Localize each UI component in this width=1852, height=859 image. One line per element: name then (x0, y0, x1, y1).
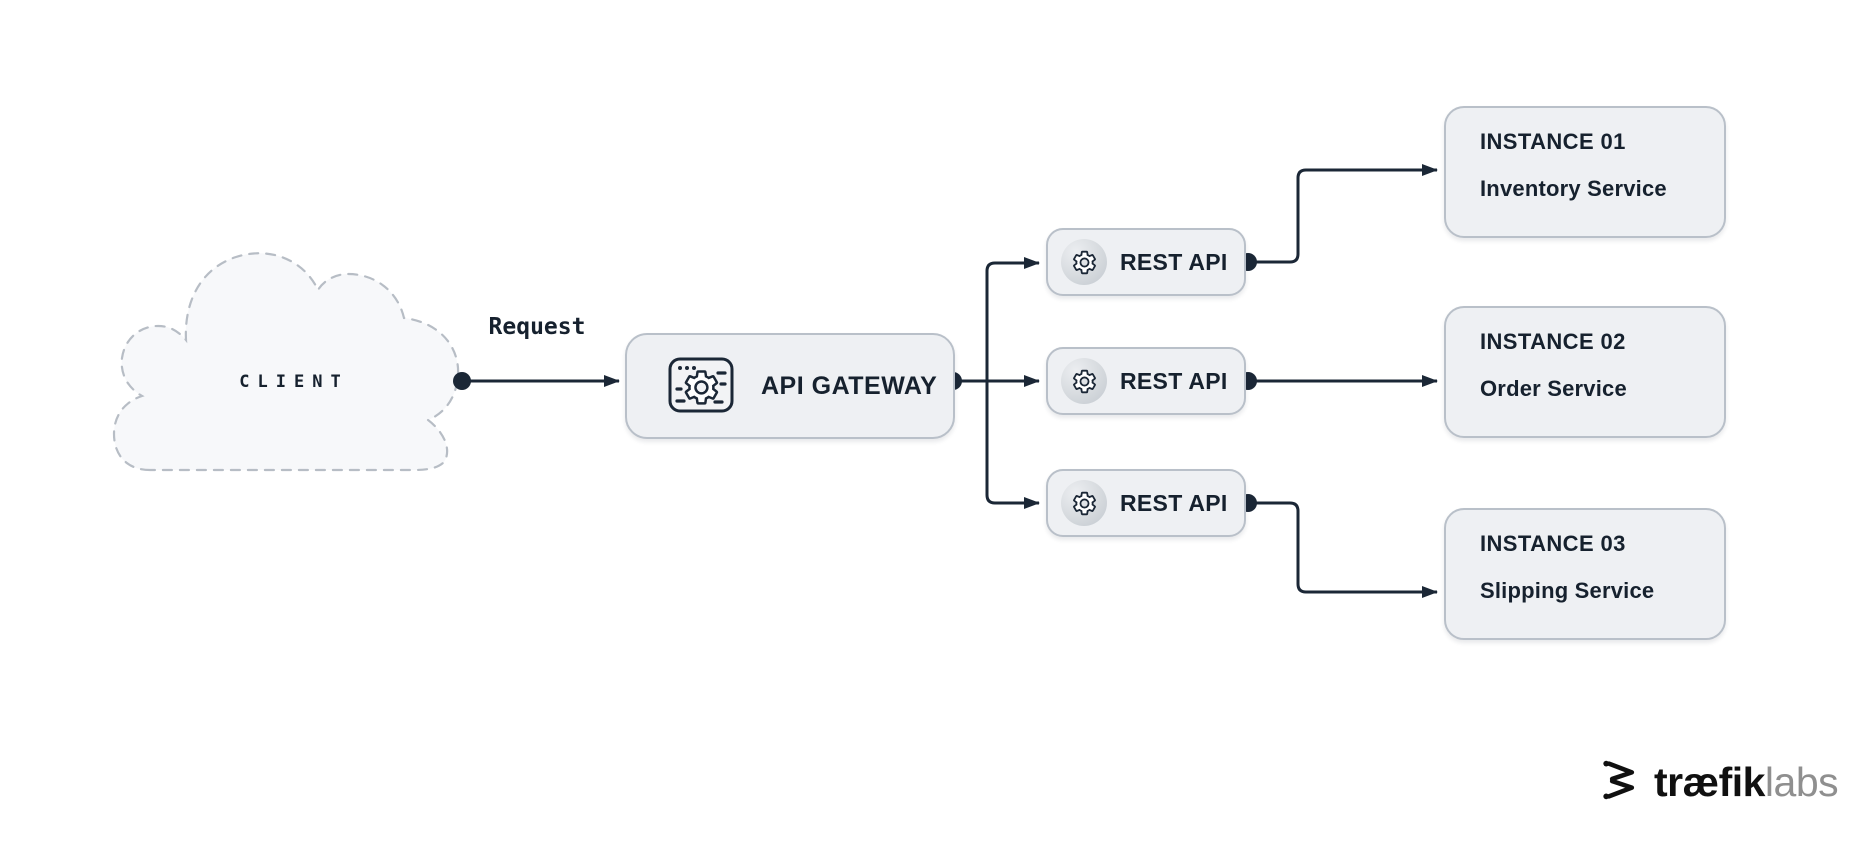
instance-title: INSTANCE 02 (1480, 329, 1626, 354)
connector-gateway-restapi-1 (985, 257, 1040, 381)
rest-api-node-3[interactable]: REST API (1046, 469, 1246, 537)
connector-restapi3-instance3 (1248, 501, 1438, 598)
rest-api-node-1[interactable]: REST API (1046, 228, 1246, 296)
instance-title: INSTANCE 01 (1480, 129, 1626, 154)
instance-service: Slipping Service (1480, 578, 1655, 603)
gear-window-icon (663, 346, 739, 427)
instance-node-3[interactable]: INSTANCE 03 Slipping Service (1444, 508, 1726, 640)
client-label: CLIENT (239, 372, 349, 392)
traefik-chevrons-icon (1598, 756, 1646, 809)
rest-api-label: REST API (1120, 367, 1228, 394)
brand-labs: labs (1764, 758, 1839, 805)
gear-icon (1061, 239, 1107, 285)
traefiklabs-logo: træfiklabs (1598, 752, 1839, 812)
connector-restapi1-instance1 (1248, 164, 1438, 264)
rest-api-node-2[interactable]: REST API (1046, 347, 1246, 415)
instance-node-2[interactable]: INSTANCE 02 Order Service (1444, 306, 1726, 438)
api-gateway-label: API GATEWAY (761, 371, 938, 400)
instance-service: Order Service (1480, 376, 1627, 401)
gear-icon (1061, 480, 1107, 526)
instance-node-1[interactable]: INSTANCE 01 Inventory Service (1444, 106, 1726, 238)
connector-gateway-restapi-3 (985, 381, 1040, 509)
instance-service: Inventory Service (1480, 176, 1667, 201)
client-cloud-shape (112, 252, 460, 472)
gear-icon (1061, 358, 1107, 404)
instance-title: INSTANCE 03 (1480, 531, 1626, 556)
request-label: Request (488, 314, 586, 340)
api-gateway-node[interactable]: API GATEWAY (625, 333, 955, 439)
brand-wordmark: træfiklabs (1654, 758, 1839, 806)
rest-api-label: REST API (1120, 248, 1228, 275)
rest-api-label: REST API (1120, 489, 1228, 516)
brand-traefik: træfik (1654, 758, 1765, 805)
